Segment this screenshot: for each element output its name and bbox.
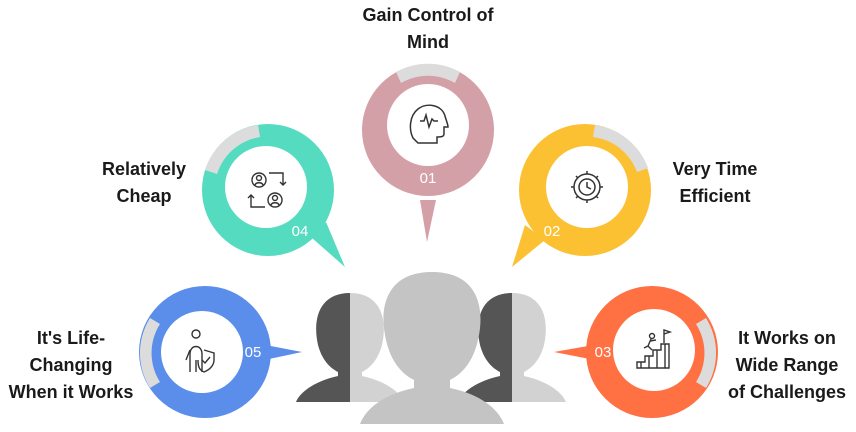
center-person-icon (360, 272, 504, 424)
brain-head-icon (409, 104, 449, 144)
item-04-title: Relatively Cheap (101, 159, 187, 206)
people-exchange-icon (247, 172, 287, 208)
item-number: 02 (544, 223, 561, 240)
item-05-bubble: 05 (139, 286, 302, 418)
item-01-title: Gain Control of Mind (362, 5, 494, 52)
item-05-title: It's Life- Changing When it Works (8, 328, 134, 402)
item-04-bubble: 04 (202, 124, 345, 267)
item-number: 04 (292, 223, 309, 240)
stairs-climb-icon (636, 329, 673, 369)
person-shield-icon (185, 329, 215, 373)
item-03-title: It Works on Wide Range of Challenges (727, 328, 847, 402)
item-02-bubble: 02 (512, 124, 651, 267)
item-number: 05 (245, 344, 262, 361)
gear-clock-icon (571, 171, 603, 203)
people-group-icon (296, 272, 566, 424)
item-number: 01 (420, 170, 437, 187)
item-02-title: Very Time Efficient (672, 159, 758, 206)
right-person-icon (458, 293, 566, 402)
item-number: 03 (595, 344, 612, 361)
item-03-bubble: 03 (554, 286, 718, 418)
item-01-bubble: 01 (362, 63, 494, 242)
left-person-icon (296, 293, 404, 402)
